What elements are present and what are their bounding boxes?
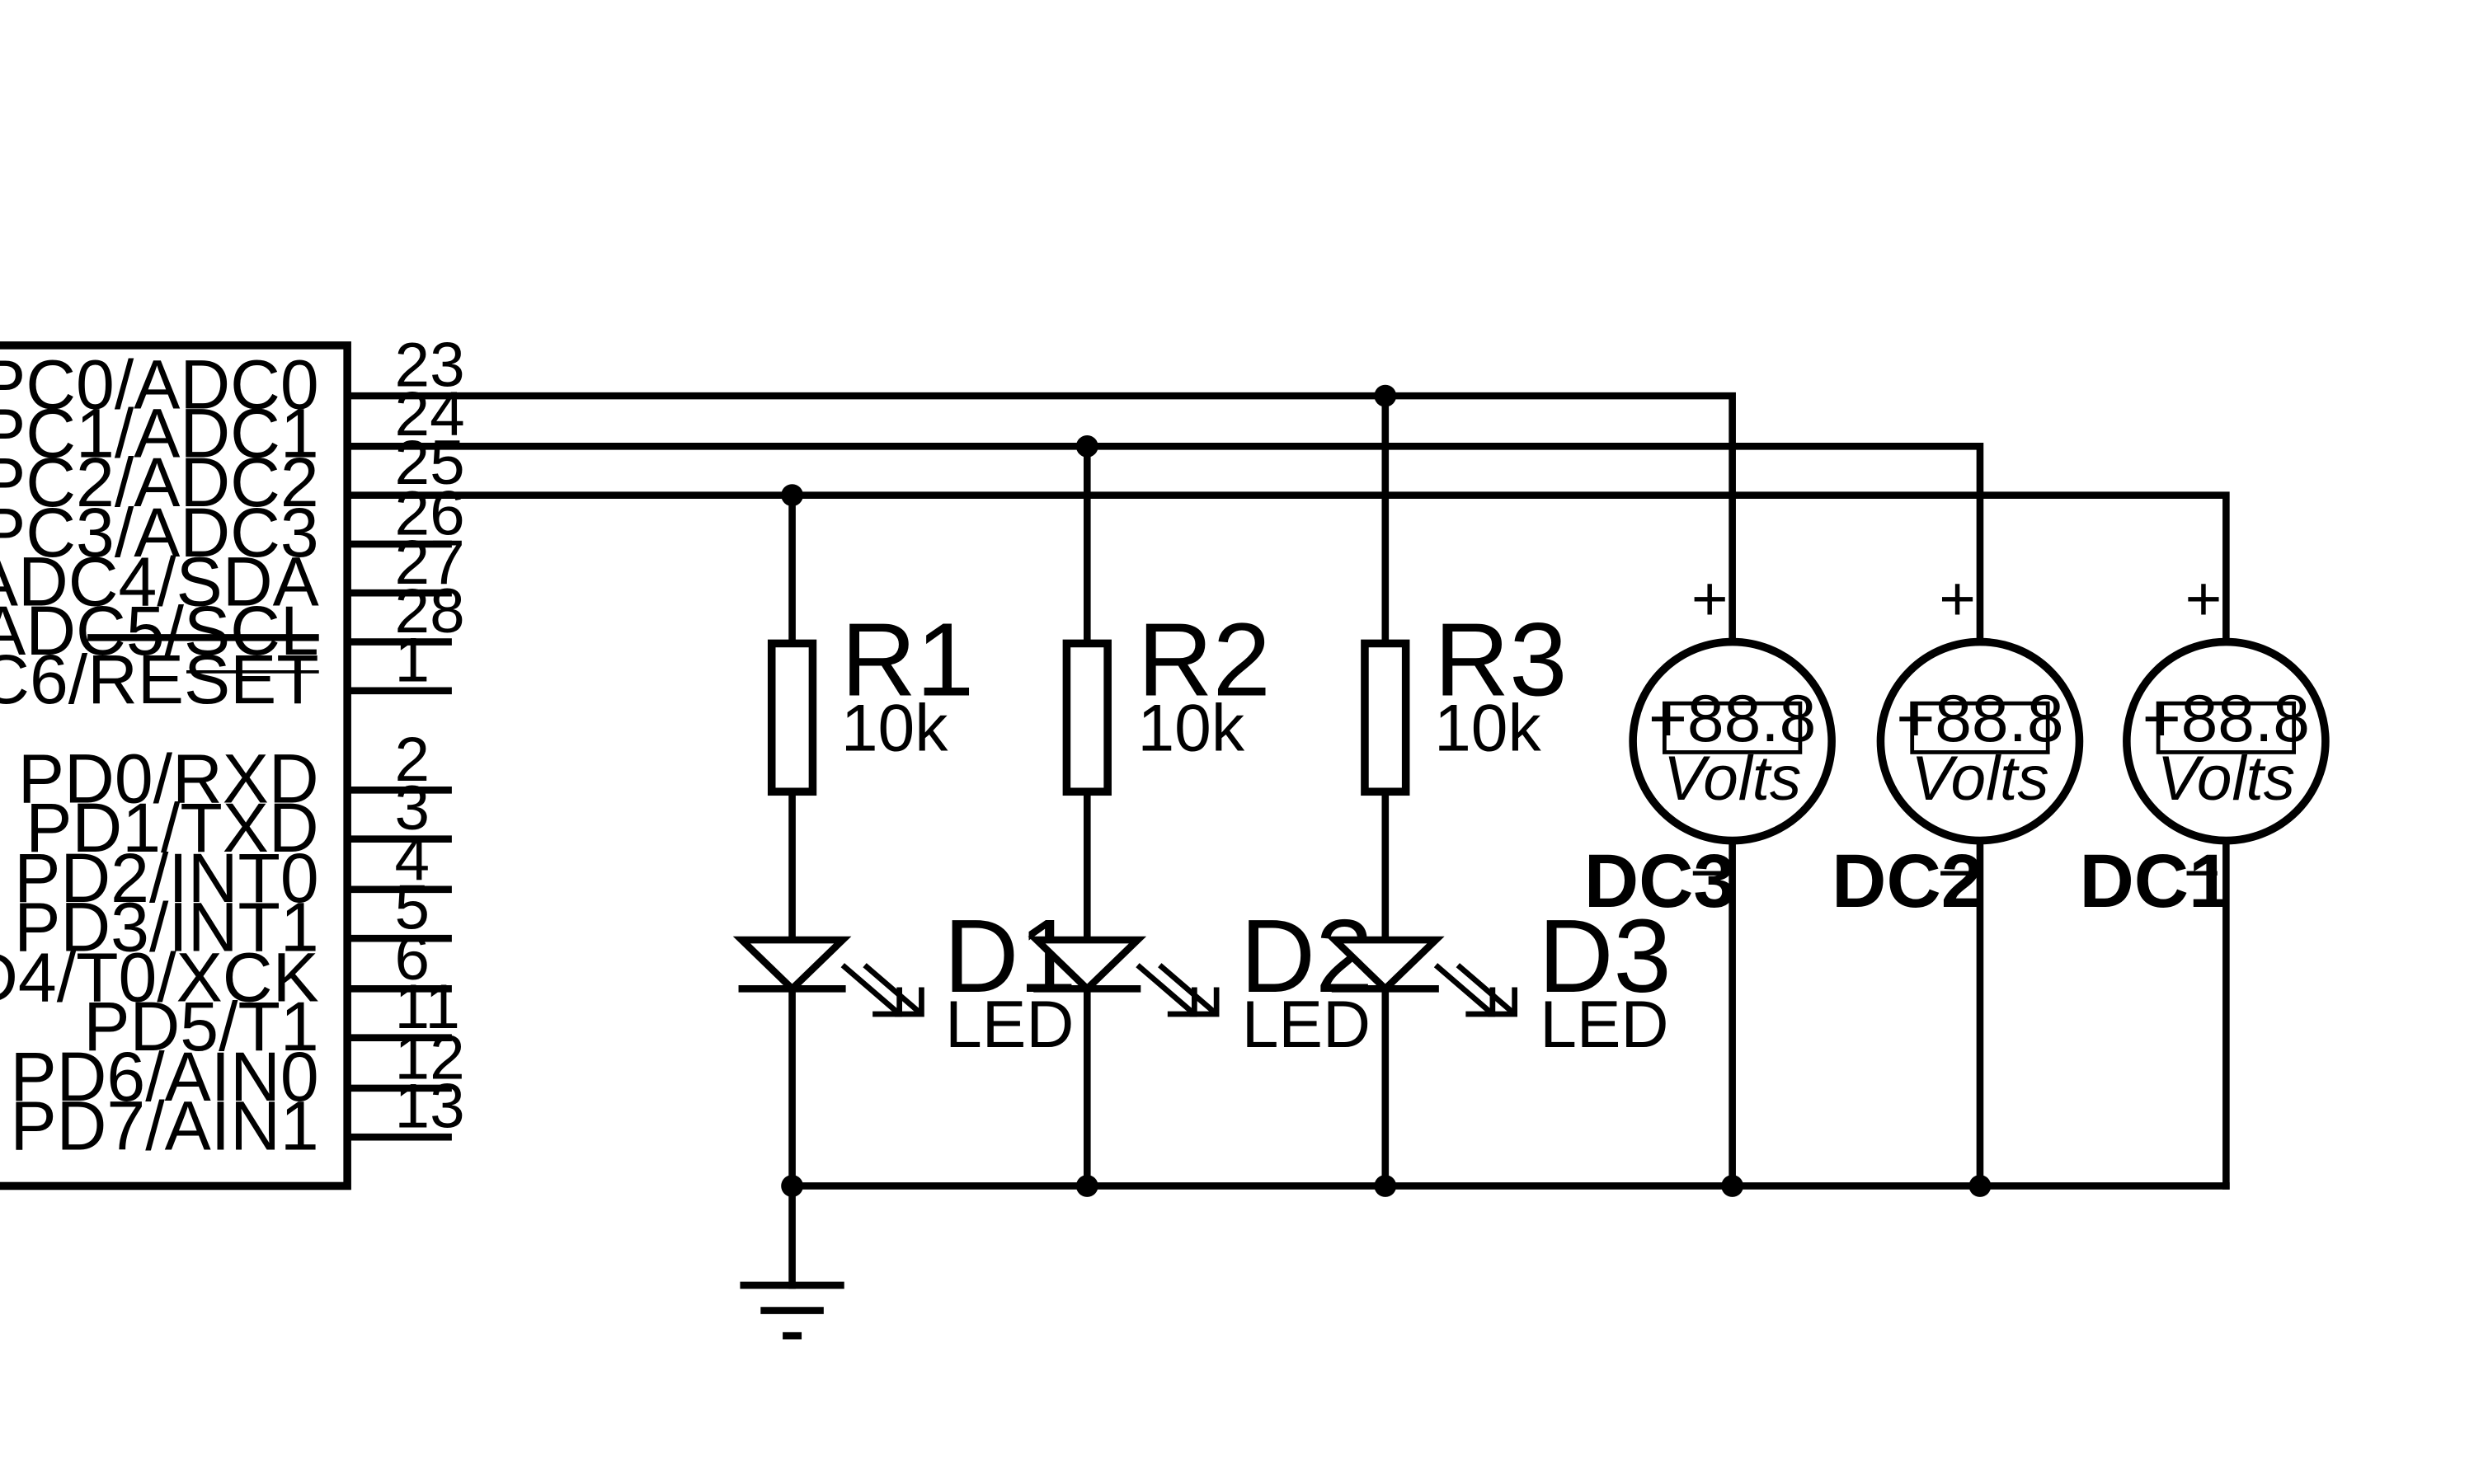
voltmeter-dc3: +88.8 Volts + − DC3 <box>1584 564 1836 923</box>
voltmeter-unit: Volts <box>1663 744 1801 814</box>
junction-dot <box>1075 1175 1098 1197</box>
voltmeter-plus: + <box>1691 564 1729 634</box>
pin-label: PC2/ADC2 <box>0 444 319 521</box>
pin-number: 4 <box>395 824 430 894</box>
pin-number: 5 <box>395 873 430 943</box>
resistor-r2 <box>1062 639 1112 796</box>
pin-label: PC6/RESET <box>0 641 319 718</box>
pin-number: 27 <box>395 528 465 598</box>
junction-dot <box>781 484 803 507</box>
led-d2-icon <box>1028 936 1220 1017</box>
voltmeter-plus: + <box>2185 564 2222 634</box>
branch-3: R3 10k D3 LED <box>1325 602 1672 1190</box>
resistor-ref: R1 <box>841 602 974 718</box>
resistor-ref: R3 <box>1434 602 1567 718</box>
pin-numbers: 23 24 25 26 27 28 1 2 3 4 5 6 11 12 13 <box>395 331 465 1142</box>
voltmeter-minus: − <box>1690 838 1727 909</box>
resistor-value: 10k <box>1137 692 1244 766</box>
voltmeter-display: +88.8 <box>1649 682 1816 756</box>
pin-label-prefix: PC6/ <box>0 641 88 718</box>
wire-pc0-to-dc3 <box>343 392 1736 646</box>
pin-label: PD0/RXD <box>18 740 319 818</box>
pin-label: PD3/INT1 <box>14 888 318 965</box>
pin-labels: PC0/ADC0 PC1/ADC1 PC2/ADC2 PC3/ADC3 PC4/… <box>0 345 319 1164</box>
resistor-ref: R2 <box>1137 602 1270 718</box>
pin-label: PC4/ADC4/SDA <box>0 543 319 621</box>
voltmeter-dc1: +88.8 Volts + − DC1 <box>2079 564 2330 923</box>
pin-number: 3 <box>395 773 430 843</box>
pin-label: PC1/ADC1 <box>0 395 319 472</box>
voltmeter-dc2: +88.8 Volts + − DC2 <box>1832 564 2084 923</box>
pin-number: 12 <box>395 1022 465 1092</box>
voltmeter-ref: DC3 <box>1584 839 1736 923</box>
junction-dot <box>781 1175 803 1197</box>
pin-number: 23 <box>395 331 465 401</box>
pin-stubs <box>343 540 452 1141</box>
voltmeter-ref: DC2 <box>1832 839 1983 923</box>
pin-number: 24 <box>395 379 465 449</box>
junction-dot <box>1374 1175 1397 1197</box>
led-d1-icon <box>732 936 924 1017</box>
microcontroller-body <box>0 341 351 1190</box>
junction-dot <box>1075 434 1098 458</box>
pin-label: PD5/T1 <box>83 988 318 1065</box>
voltmeter-unit: Volts <box>1911 744 2048 814</box>
resistor-value: 10k <box>1434 692 1541 766</box>
led-value: LED <box>1242 988 1371 1062</box>
led-value: LED <box>945 988 1074 1062</box>
voltmeter-plus: + <box>1939 564 1976 634</box>
voltmeter-minus: − <box>1937 838 1974 909</box>
junction-dots <box>781 384 1992 1197</box>
voltmeter-unit: Volts <box>2157 744 2295 814</box>
pin-number: 25 <box>395 428 465 498</box>
led-ref: D3 <box>1538 898 1671 1014</box>
pin-number: 26 <box>395 478 465 548</box>
pin-number: 11 <box>395 972 460 1042</box>
pin-number: 28 <box>395 576 465 646</box>
pin-number: 6 <box>395 923 430 993</box>
pin-number: 13 <box>395 1072 465 1142</box>
voltmeter-display: +88.8 <box>1896 682 2063 756</box>
voltmeter-display-frame <box>2156 701 2297 754</box>
signal-wires <box>343 392 2230 1190</box>
resistor-r1 <box>767 639 817 796</box>
pin-label: PC3/ADC3 <box>0 494 319 571</box>
branch-2: R2 10k D2 LED <box>1028 602 1373 1190</box>
junction-dot <box>1374 384 1397 407</box>
pin-number: 2 <box>395 725 430 795</box>
ground-icon <box>740 1281 844 1340</box>
voltmeter-display-frame <box>1662 701 1803 754</box>
pin-label-overbar: RESET <box>87 641 319 718</box>
resistor-value: 10k <box>841 692 948 766</box>
resistor-r3 <box>1361 639 1410 796</box>
voltmeter-display-frame <box>1910 701 2050 754</box>
voltmeter-display: +88.8 <box>2142 682 2310 756</box>
wire-pc1-to-dc2 <box>343 443 1984 646</box>
voltmeter-minus: − <box>2184 838 2221 909</box>
led-value: LED <box>1540 988 1668 1062</box>
microcontroller <box>0 341 351 1190</box>
voltmeter-ref: DC1 <box>2079 839 2231 923</box>
junction-dot <box>1968 1175 1992 1197</box>
pin-label: PD6/AIN0 <box>11 1038 319 1115</box>
junction-dot <box>1721 1175 1744 1197</box>
pin-label: PD2/INT0 <box>14 839 318 917</box>
pin-label: PD4/T0/XCK <box>0 939 319 1017</box>
wire-pc2-to-dc1 <box>343 491 2230 646</box>
pin-label: PD1/TXD <box>26 789 318 866</box>
pin-label: PC0/ADC0 <box>0 345 319 423</box>
led-d3-icon <box>1325 936 1518 1017</box>
pin-number: 1 <box>395 625 430 695</box>
pin-label: PD7/AIN1 <box>11 1087 319 1164</box>
